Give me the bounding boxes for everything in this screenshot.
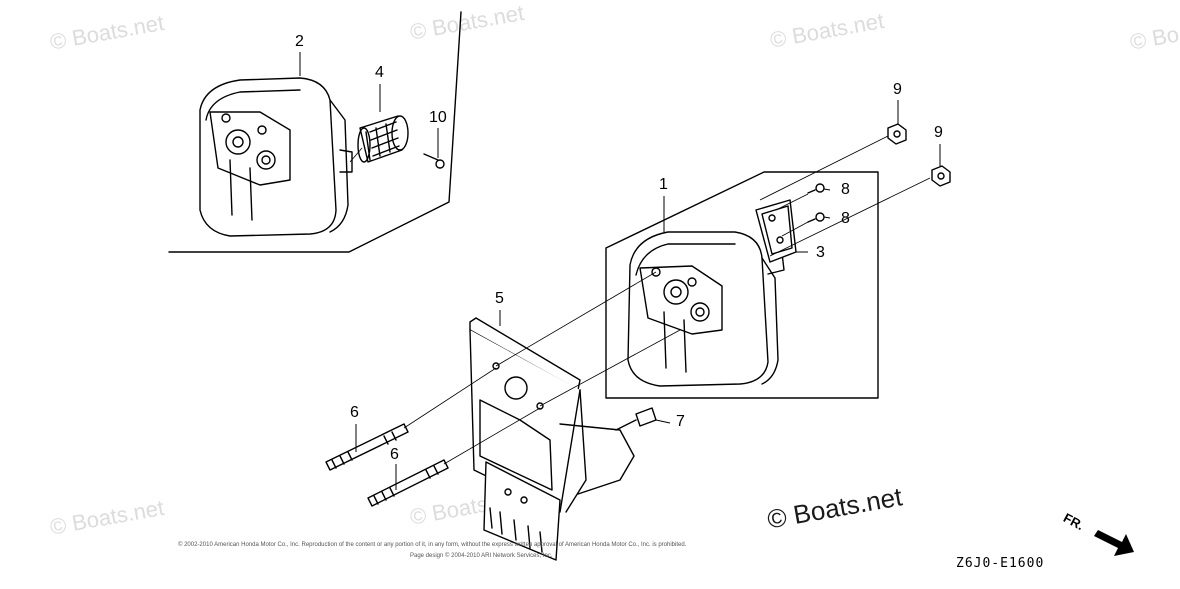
bolt-part-8b [807, 212, 825, 223]
leader-line-8a [823, 188, 831, 191]
callout-6[interactable]: 6 [390, 446, 399, 463]
stud-part-6a [325, 423, 409, 471]
leader-line-7 [655, 419, 671, 424]
page-design-credit: Page design © 2004-2010 ARI Network Serv… [410, 553, 553, 559]
callout-10[interactable]: 10 [429, 109, 447, 126]
nut-part-9a [887, 123, 907, 145]
callout-3[interactable]: 3 [816, 244, 825, 261]
nut-part-9b [931, 165, 951, 187]
assembly-centerlines [349, 135, 931, 465]
callout-6[interactable]: 6 [350, 404, 359, 421]
bolt-part-7 [615, 407, 657, 431]
callout-4[interactable]: 4 [375, 64, 384, 81]
muffler-part-2 [199, 77, 353, 237]
front-direction-arrow [1094, 530, 1134, 556]
screw-part-10 [423, 153, 445, 169]
callout-2[interactable]: 2 [295, 33, 304, 50]
bolt-part-8a [807, 183, 825, 194]
callout-1[interactable]: 1 [659, 176, 668, 193]
diagram-code: Z6J0-E1600 [956, 556, 1045, 571]
callout-5[interactable]: 5 [495, 290, 504, 307]
muffler-part-1 [627, 231, 785, 387]
spark-arrester-part-4 [357, 115, 409, 163]
copyright-line: © 2002-2010 American Honda Motor Co., In… [178, 542, 687, 548]
callout-9[interactable]: 9 [934, 124, 943, 141]
protector-part-5 [469, 317, 635, 561]
stud-part-6b [367, 459, 449, 507]
callout-8[interactable]: 8 [841, 181, 850, 198]
callout-7[interactable]: 7 [676, 413, 685, 430]
callout-9[interactable]: 9 [893, 81, 902, 98]
inset-frame [168, 11, 462, 253]
leader-line-8b [823, 216, 831, 219]
assembly-frame [605, 171, 879, 399]
callout-8[interactable]: 8 [841, 210, 850, 227]
